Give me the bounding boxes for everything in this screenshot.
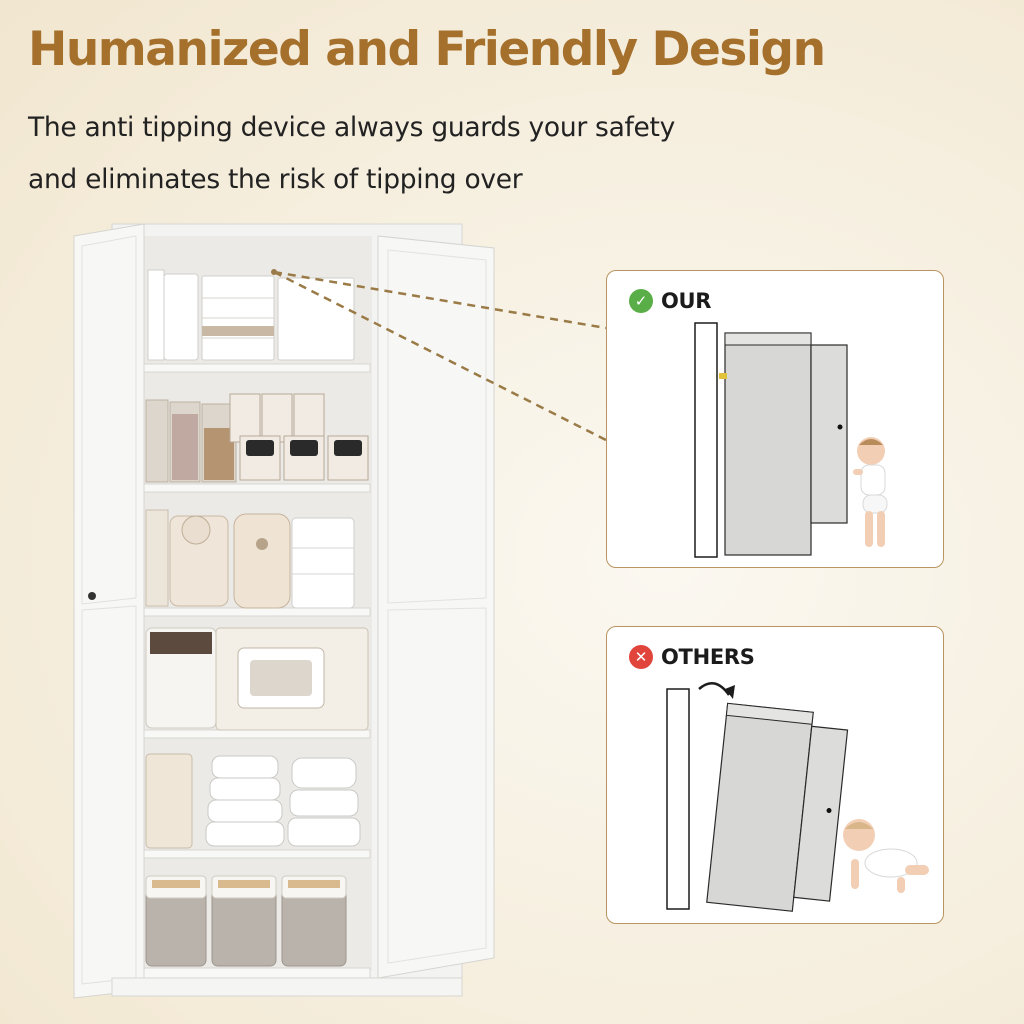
crawling-baby-figure xyxy=(843,819,929,893)
pantry-cabinet-image xyxy=(72,218,500,1008)
tipping-cabinet-diagram xyxy=(666,682,929,912)
cross-circle-icon: ✕ xyxy=(629,645,653,669)
arrow-icon xyxy=(725,685,735,699)
door-lock-icon xyxy=(88,592,96,600)
comparison-panel-others: ✕ OTHERS xyxy=(606,626,944,924)
upright-cabinet-diagram xyxy=(694,322,888,558)
others-label: OTHERS xyxy=(661,645,755,669)
ours-label: OUR xyxy=(661,289,712,313)
others-tag: ✕ OTHERS xyxy=(629,644,755,670)
ours-tag: ✓ OUR xyxy=(629,288,711,314)
headline: Humanized and Friendly Design xyxy=(28,22,826,77)
standing-baby-figure xyxy=(853,437,888,547)
subheadline-line-2: and eliminates the risk of tipping over xyxy=(28,164,523,195)
cabinet-illustration xyxy=(73,223,495,999)
comparison-panel-ours: ✓ OUR xyxy=(606,270,944,568)
subheadline-line-1: The anti tipping device always guards yo… xyxy=(28,112,676,143)
check-circle-icon: ✓ xyxy=(629,289,653,313)
